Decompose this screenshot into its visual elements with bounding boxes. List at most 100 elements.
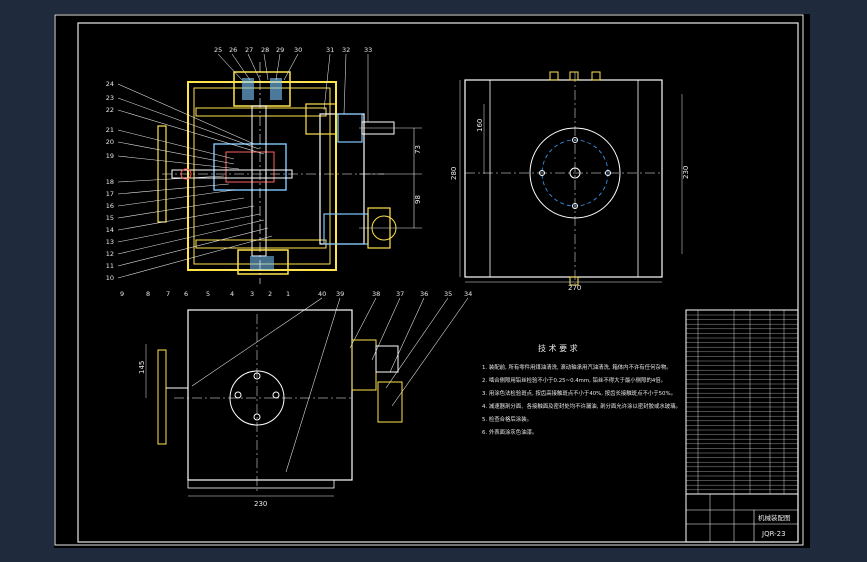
right-bottom-gear [323,213,369,245]
dim-230-top: 230 [682,166,690,179]
cad-viewport[interactable]: 73 98 25 26 27 28 29 30 31 [54,14,810,548]
side-view-outline [187,309,353,481]
callout-8: 8 [146,290,150,298]
side-bearing [351,339,377,391]
tech-note-1: 1. 装配前, 所有零件用煤油清洗, 滚动轴承用汽油清洗, 箱体内不许有任何杂物… [482,363,672,371]
title-block: 机械装配图 JQR-23 [686,493,798,542]
side-hole-2 [272,391,280,399]
callout-4: 4 [230,290,234,298]
callout-14: 14 [106,226,114,234]
callout-10: 10 [106,274,114,282]
title-code: JQR-23 [761,530,786,538]
top-view: 270 280 160 230 [450,71,690,292]
tech-note-4: 4. 减速器剖分面、各接触面及密封处均不许漏油, 剖分面允许涂以密封胶或水玻璃。 [482,402,681,410]
callout-33: 33 [364,46,372,54]
right-top-bearing [305,103,337,135]
tech-note-5: 5. 检查合格后涂装。 [482,415,532,423]
callout-38: 38 [372,290,380,298]
callout-17: 17 [106,190,114,198]
callout-6: 6 [184,290,188,298]
callout-32: 32 [342,46,350,54]
top-view-bolt-c [591,71,601,81]
callout-39: 39 [336,290,344,298]
callout-19: 19 [106,152,114,160]
callout-26: 26 [229,46,237,54]
right-top-gear [337,113,363,143]
dim-270: 270 [568,284,581,292]
callout-35: 35 [444,290,452,298]
callout-21: 21 [106,126,114,134]
side-view: 230 145 [138,309,403,508]
top-view-bolt-a [549,71,559,81]
callout-13: 13 [106,238,114,246]
housing-outline [187,81,337,271]
callout-25: 25 [214,46,222,54]
center-gear [213,143,287,191]
inner-frame [77,22,799,543]
dim-160: 160 [476,119,484,132]
callout-15: 15 [106,214,114,222]
callout-31: 31 [326,46,334,54]
callout-16: 16 [106,202,114,210]
top-view-outline [464,79,663,278]
callout-30: 30 [294,46,302,54]
top-view-inner [489,79,639,278]
dim-230-bottom: 230 [254,500,267,508]
dim-73: 73 [414,145,422,154]
front-section-view: 73 98 [157,62,422,284]
tech-note-6: 6. 外表面涂灰色油漆。 [482,428,537,436]
callout-2: 2 [268,290,272,298]
dim-98: 98 [414,195,422,204]
bottom-bearing [250,256,274,270]
callouts-mid: 40 39 38 37 36 35 34 [318,290,472,298]
callout-37: 37 [396,290,404,298]
callout-22: 22 [106,106,114,114]
outer-frame [54,14,804,546]
callout-23: 23 [106,94,114,102]
callout-1: 1 [286,290,290,298]
side-shaft-end [375,345,399,373]
callout-18: 18 [106,178,114,186]
callout-9: 9 [120,290,124,298]
callouts-top: 25 26 27 28 29 30 31 32 33 [214,46,372,54]
leader-lines-front [117,53,369,279]
top-view-bolt-d [569,276,579,286]
vertical-shaft [251,105,267,257]
callouts-left: 24 23 22 21 20 19 18 17 16 15 14 13 12 1… [106,80,114,282]
bolt-hole-1 [572,137,578,143]
callout-5: 5 [206,290,210,298]
callouts-bottom: 9 8 7 6 5 4 3 2 1 [120,290,290,298]
tech-note-3: 3. 用涂色法检验斑点, 按齿高接触斑点不小于40%, 按齿长接触斑点不小于50… [482,389,676,397]
assembly-drawing: 73 98 25 26 27 28 29 30 31 [54,14,804,546]
callout-12: 12 [106,250,114,258]
callout-27: 27 [245,46,253,54]
side-view-base [187,479,335,489]
technical-requirements: 技 术 要 求 1. 装配前, 所有零件用煤油清洗, 滚动轴承用汽油清洗, 箱体… [482,343,681,436]
parts-list-rows [686,314,798,490]
dim-145: 145 [138,361,146,374]
center-gear-core [225,151,275,183]
callout-3: 3 [250,290,254,298]
bottom-bearing-block [237,249,289,275]
side-hole-1 [234,391,242,399]
side-handwheel [157,349,167,445]
callout-29: 29 [276,46,284,54]
parts-list-frame [685,309,799,543]
parts-list [685,309,799,543]
tech-title: 技 术 要 求 [538,343,578,353]
upper-plate [195,107,327,117]
top-bearing-left [242,78,254,100]
title-name: 机械装配图 [758,513,791,522]
dim-280: 280 [450,167,458,180]
callout-11: 11 [106,262,114,270]
callout-36: 36 [420,290,428,298]
side-gear [377,381,403,423]
top-view-bolt-b [569,71,579,81]
callout-34: 34 [464,290,472,298]
callout-20: 20 [106,138,114,146]
callout-7: 7 [166,290,170,298]
top-bearing-right [270,78,282,100]
callout-24: 24 [106,80,114,88]
callout-28: 28 [261,46,269,54]
tech-note-2: 2. 啮合侧隙用铅丝检验不小于0.25~0.4mm, 铅丝不得大于最小侧隙的4倍… [482,376,666,384]
